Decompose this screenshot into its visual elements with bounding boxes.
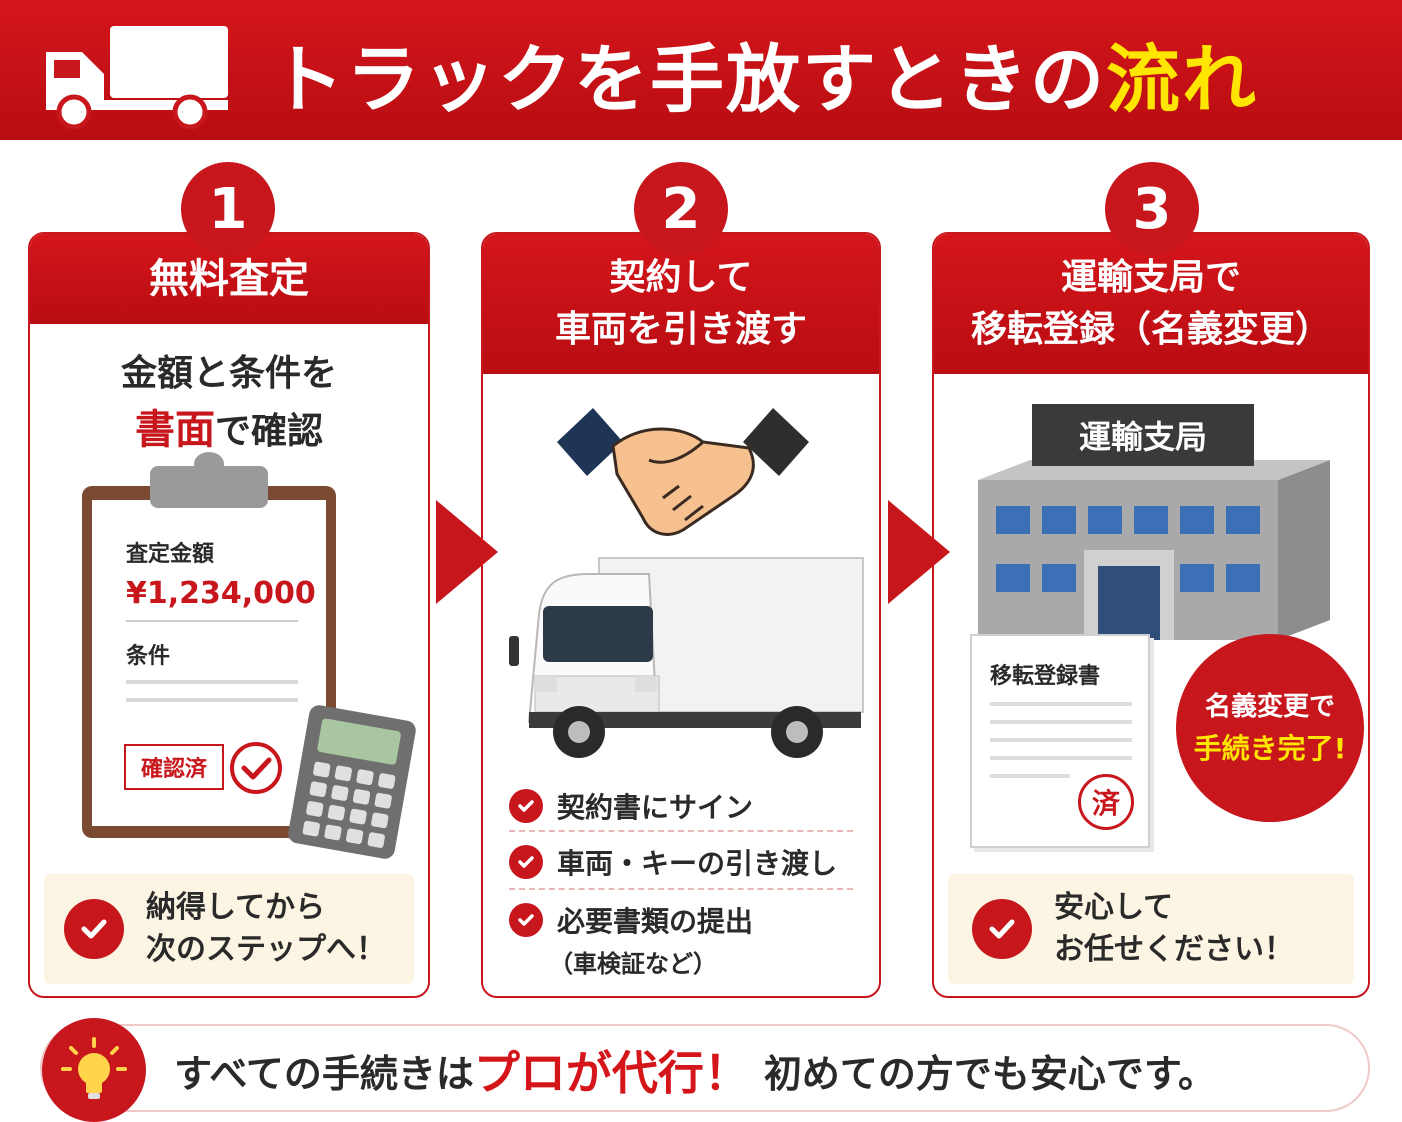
clipboard xyxy=(82,486,336,838)
text-line xyxy=(990,720,1132,724)
check-icon xyxy=(509,789,543,823)
checklist-item: 車両・キーの引き渡し xyxy=(509,842,837,882)
truck-icon xyxy=(46,26,228,130)
check-icon xyxy=(509,845,543,879)
text-line xyxy=(990,738,1132,742)
lightbulb-icon xyxy=(42,1018,146,1122)
callout-line1: 名義変更で xyxy=(1204,692,1335,722)
checklist-item: 必要書類の提出 xyxy=(509,900,753,940)
building-sign: 運輸支局 xyxy=(1032,404,1254,466)
document-stamp: 済 xyxy=(1078,774,1134,830)
step-2-card: 契約して 車両を引き渡す 契約書にサイン 車両・キーの引き渡し 必要書類の提出 … xyxy=(481,232,881,998)
checklist-text: 車両・キーの引き渡し xyxy=(557,847,838,880)
step-2-header: 契約して 車両を引き渡す xyxy=(483,234,879,374)
completion-callout: 名義変更で 手続き完了! xyxy=(1176,634,1364,822)
document-title: 移転登録書 xyxy=(990,664,1101,689)
step-1-title: 無料査定 xyxy=(149,256,309,302)
footer-text-after: 初めての方でも安心です。 xyxy=(763,1051,1217,1096)
page-title: トラックを手放すときの流れ xyxy=(270,18,1258,128)
confirmed-stamp: 確認済 xyxy=(124,744,224,790)
office-building-icon xyxy=(978,460,1330,640)
truck-illustration xyxy=(509,557,864,758)
step-1-note-line1: 納得してから xyxy=(146,890,326,925)
price-label: 査定金額 xyxy=(126,542,215,567)
step-3-note-line2: お任せください！ xyxy=(1054,932,1294,967)
page-header: トラックを手放すときの流れ xyxy=(0,0,1402,140)
divider xyxy=(509,888,853,890)
text-line xyxy=(990,774,1070,778)
arrow-right-icon xyxy=(888,500,950,604)
page-title-highlight: 流れ xyxy=(1106,36,1258,123)
page-title-main: トラックを手放すときの xyxy=(270,36,1106,123)
step-1-note-line2: 次のステップへ！ xyxy=(146,932,386,967)
text-line xyxy=(990,756,1132,760)
step-3-header: 運輸支局で 移転登録（名義変更） xyxy=(934,234,1368,374)
conditions-label: 条件 xyxy=(126,644,171,669)
step-3-title-line2: 移転登録（名義変更） xyxy=(970,309,1331,350)
step-1-subtitle-line2: 書面で確認 xyxy=(30,402,428,460)
step-3-note: 安心して お任せください！ xyxy=(948,874,1354,984)
check-icon xyxy=(509,903,543,937)
calculator-icon xyxy=(288,705,416,859)
step-3-number-badge: 3 xyxy=(1105,162,1199,256)
registration-document: 移転登録書 済 xyxy=(970,634,1150,848)
checklist-text: 必要書類の提出 xyxy=(557,905,754,938)
checklist-item: 契約書にサイン xyxy=(509,786,753,826)
step-1-card: 無料査定 金額と条件を 書面で確認 査定金額 ¥1,234,000 条件 確認済 xyxy=(28,232,430,998)
callout-line2: 手続き完了! xyxy=(1193,732,1347,765)
footer-text-before: すべての手続きは xyxy=(174,1051,474,1096)
divider xyxy=(509,830,853,832)
footer-banner: すべての手続きはプロが代行！ 初めての方でも安心です。 xyxy=(40,1018,1370,1122)
clipboard-clip xyxy=(150,452,268,508)
step-3-note-line1: 安心して xyxy=(1054,890,1174,925)
footer-text-highlight: プロが代行！ xyxy=(473,1046,750,1100)
step-3-note-text: 安心して お任せください！ xyxy=(1054,887,1294,971)
handshake-icon xyxy=(557,408,809,536)
step-3-title-line1: 運輸支局で xyxy=(1060,257,1241,298)
check-icon xyxy=(64,899,124,959)
check-icon xyxy=(972,899,1032,959)
step-1-note-text: 納得してから 次のステップへ！ xyxy=(146,887,386,971)
text-line xyxy=(126,680,298,684)
footer-text: すべての手続きはプロが代行！ 初めての方でも安心です。 xyxy=(174,1026,1216,1114)
step-2-title-line1: 契約して xyxy=(609,257,753,298)
step-1-header: 無料査定 xyxy=(30,234,428,324)
step-1-note: 納得してから 次のステップへ！ xyxy=(44,874,414,984)
step-1-subtitle: 金額と条件を 書面で確認 xyxy=(30,346,428,460)
checklist-text: 契約書にサイン xyxy=(557,791,754,824)
step-1-number-badge: 1 xyxy=(181,162,275,256)
step-1-subtitle-line1: 金額と条件を xyxy=(120,353,337,394)
check-circle-icon xyxy=(230,742,282,794)
step-1-subtitle-highlight: 書面 xyxy=(134,407,215,453)
arrow-right-icon xyxy=(436,500,498,604)
text-line xyxy=(990,702,1132,706)
step-1-subtitle-rest: で確認 xyxy=(214,411,323,452)
divider xyxy=(126,620,298,622)
checklist-note: （車検証など） xyxy=(549,950,717,978)
step-3-card: 運輸支局で 移転登録（名義変更） 運輸支局 移転登録書 済 名義変更で 手続き完… xyxy=(932,232,1370,998)
price-value: ¥1,234,000 xyxy=(126,576,316,611)
step-2-title-line2: 車両を引き渡す xyxy=(554,309,807,350)
step-2-number-badge: 2 xyxy=(634,162,728,256)
text-line xyxy=(126,698,298,702)
